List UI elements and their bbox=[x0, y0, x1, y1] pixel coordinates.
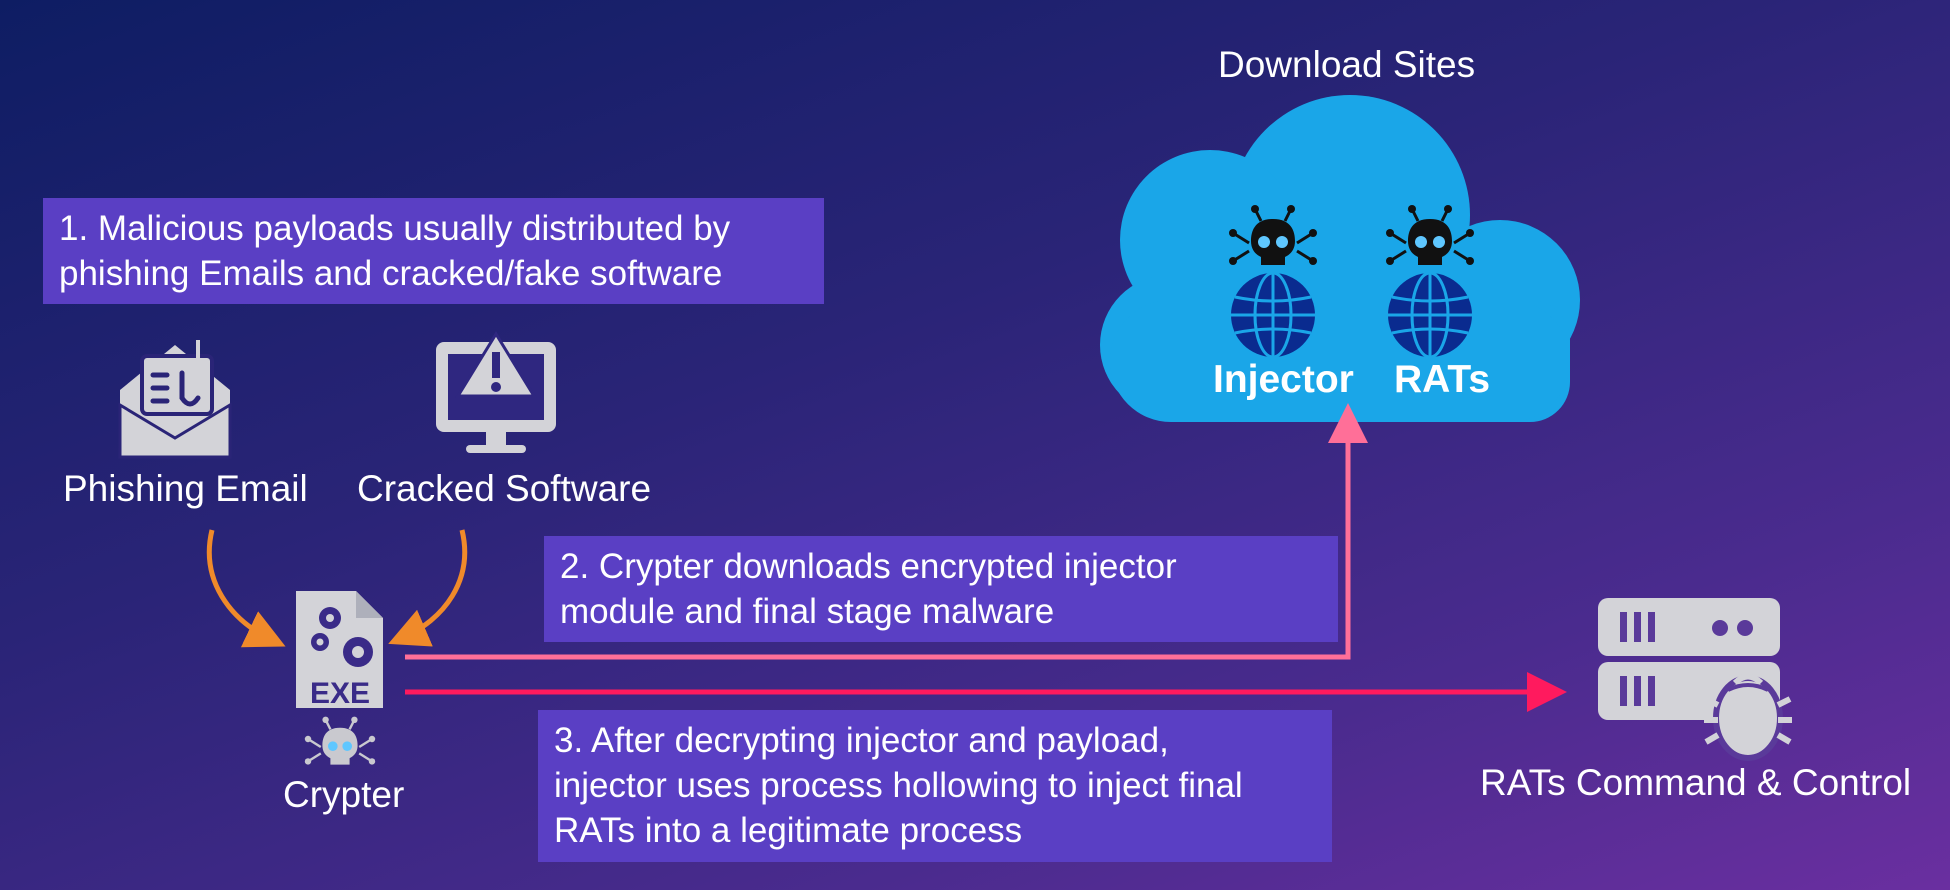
crypter-label: Crypter bbox=[283, 774, 405, 815]
monitor-warning-icon bbox=[436, 331, 556, 453]
step1-box: 1. Malicious payloads usually distribute… bbox=[43, 198, 824, 304]
step3-line-1: 3. After decrypting injector and payload… bbox=[554, 721, 1169, 760]
globe-icon bbox=[1229, 271, 1317, 359]
step2-line-2: module and final stage malware bbox=[560, 592, 1055, 631]
arrow-software-to-crypter bbox=[388, 529, 468, 647]
injector-label: Injector bbox=[1213, 358, 1354, 401]
cracked-software-label: Cracked Software bbox=[357, 468, 652, 509]
step2-box: 2. Crypter downloads encrypted injector … bbox=[544, 536, 1338, 642]
globe-icon bbox=[1386, 271, 1474, 359]
step3-line-2: injector uses process hollowing to injec… bbox=[554, 766, 1243, 805]
download-sites-label: Download Sites bbox=[1218, 44, 1476, 85]
step1-line-1: 1. Malicious payloads usually distribute… bbox=[59, 209, 731, 248]
exe-file-icon: EXE bbox=[296, 591, 383, 710]
step1-line-2: phishing Emails and cracked/fake softwar… bbox=[59, 254, 723, 293]
arrow-phishing-to-crypter bbox=[206, 529, 286, 648]
rats-cc-label: RATs Command & Control bbox=[1480, 762, 1912, 803]
server-bug-icon bbox=[1598, 598, 1792, 761]
skull-icon bbox=[303, 715, 377, 766]
rats-label: RATs bbox=[1394, 358, 1491, 401]
step3-line-3: RATs into a legitimate process bbox=[554, 811, 1023, 850]
arrow-crypter-to-download-sites bbox=[405, 403, 1368, 660]
step3-box: 3. After decrypting injector and payload… bbox=[538, 710, 1332, 862]
svg-text:EXE: EXE bbox=[310, 677, 370, 710]
phishing-email-label: Phishing Email bbox=[63, 468, 308, 509]
step2-line-1: 2. Crypter downloads encrypted injector bbox=[560, 547, 1177, 586]
envelope-hook-icon bbox=[118, 340, 232, 459]
